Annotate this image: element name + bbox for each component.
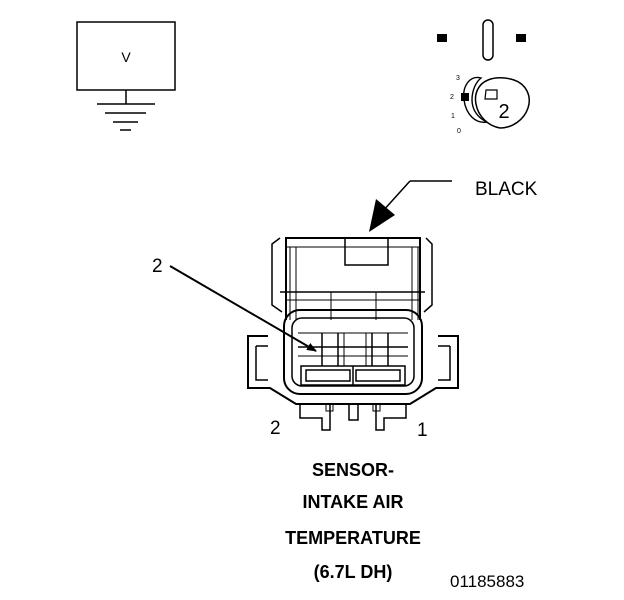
color-callout: BLACK — [369, 179, 538, 232]
dial-position-2: 2 — [450, 94, 454, 101]
pin-number-right: 1 — [417, 420, 428, 441]
voltmeter-label: V — [121, 49, 131, 65]
caption-line-2: INTAKE AIR — [303, 492, 404, 512]
selector-dial-icon: 3 2 1 0 2 — [450, 75, 530, 135]
cavity-label: 2 — [152, 256, 163, 277]
connector-body — [247, 237, 459, 431]
dial-position-3: 3 — [456, 75, 460, 82]
figure-id: 01185883 — [450, 572, 524, 591]
caption-line-1: SENSOR- — [312, 460, 394, 480]
dial-selected-value: 2 — [498, 101, 509, 123]
pin-number-left: 2 — [270, 418, 281, 439]
dial-position-1: 1 — [451, 113, 455, 120]
voltmeter-symbol: V — [76, 21, 176, 131]
dial-position-0: 0 — [457, 128, 461, 135]
terminal-pin-icon — [437, 19, 526, 61]
connector-caption: SENSOR- INTAKE AIR TEMPERATURE (6.7L DH) — [285, 460, 421, 582]
caption-line-4: (6.7L DH) — [314, 562, 393, 582]
caption-line-3: TEMPERATURE — [285, 528, 421, 548]
color-label: BLACK — [475, 179, 538, 200]
ground-icon — [97, 103, 155, 131]
